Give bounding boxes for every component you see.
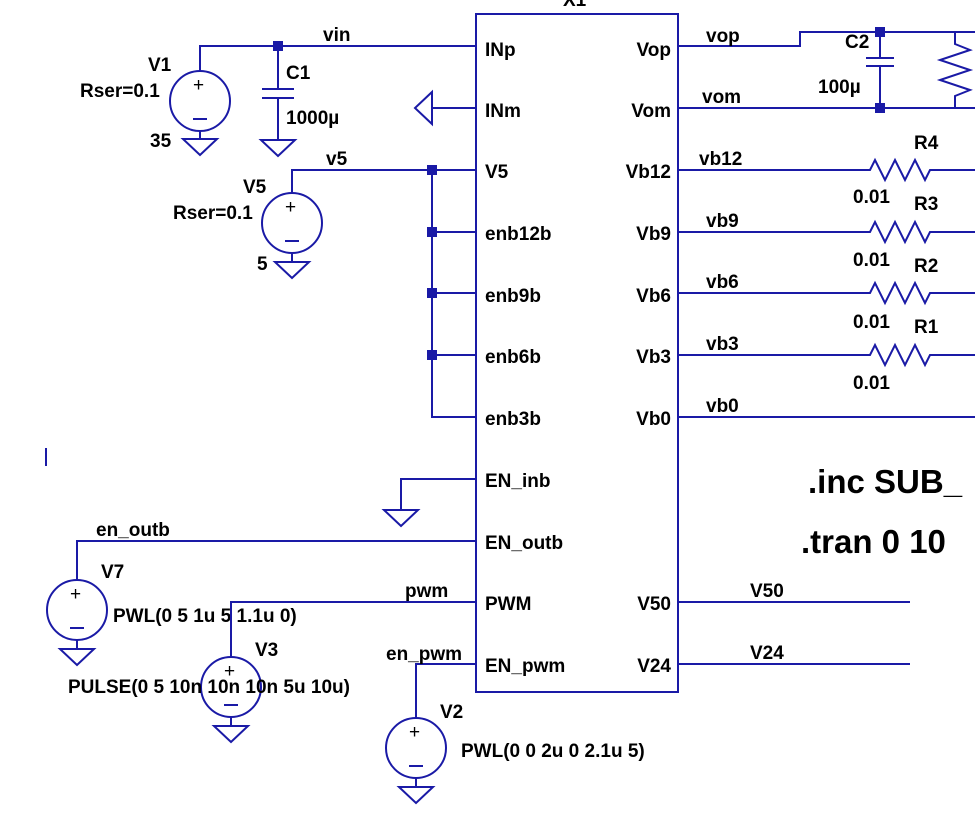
pin-vb0: Vb0 [636, 409, 671, 430]
r4-value: 0.01 [853, 187, 890, 208]
r2-value: 0.01 [853, 312, 890, 333]
net-label-v50: V50 [750, 581, 784, 602]
x1-name: X1 [563, 0, 587, 11]
v3-value: PULSE(0 5 10n 10n 10n 5u 10u) [68, 677, 350, 698]
junction-enb6b [427, 350, 437, 360]
net-label-vb3: vb3 [706, 334, 739, 355]
c1-value: 1000µ [286, 108, 339, 129]
x1-block[interactable] [475, 13, 679, 693]
capacitor-c1[interactable] [258, 88, 298, 158]
wire-en-inb[interactable] [400, 478, 476, 510]
pin-en-outb: EN_outb [485, 533, 563, 554]
v1-name: V1 [148, 55, 172, 76]
pin-inp: INp [485, 40, 516, 61]
wire-vb3[interactable] [678, 342, 975, 368]
pin-v5: V5 [485, 162, 509, 183]
v5-name: V5 [243, 177, 267, 198]
pin-enb6b: enb6b [485, 347, 541, 368]
wire-vb6[interactable] [678, 280, 975, 306]
v1-rser: Rser=0.1 [80, 81, 160, 102]
v7-name: V7 [101, 562, 124, 583]
wire-vb12[interactable] [678, 157, 975, 183]
c1-name: C1 [286, 63, 311, 84]
net-label-vom: vom [702, 87, 741, 108]
pin-vop: Vop [637, 40, 671, 61]
pin-enb3b: enb3b [485, 409, 541, 430]
net-label-vb9: vb9 [706, 211, 739, 232]
net-label-vb12: vb12 [699, 149, 742, 170]
pin-en-pwm: EN_pwm [485, 656, 565, 677]
pin-v50: V50 [637, 594, 671, 615]
wire-vin[interactable] [199, 45, 476, 71]
svg-text:+: + [285, 197, 296, 218]
net-label-v5: v5 [326, 149, 348, 170]
directive-tran[interactable]: .tran 0 10 [801, 523, 946, 560]
pin-vb6: Vb6 [636, 286, 671, 307]
v3-name: V3 [255, 640, 278, 661]
pin-pwm: PWM [485, 594, 531, 615]
pin-enb9b: enb9b [485, 286, 541, 307]
junction-v5 [427, 165, 437, 175]
v1-value: 35 [150, 131, 172, 152]
v5-value: 5 [257, 254, 268, 275]
pin-enb12b: enb12b [485, 224, 552, 245]
v2-value: PWL(0 0 2u 0 2.1u 5) [461, 741, 645, 762]
net-label-en-outb: en_outb [96, 520, 170, 541]
c2-name: C2 [845, 32, 869, 53]
voltage-source-v7[interactable]: + [46, 579, 108, 667]
wire-enable-bus[interactable] [431, 170, 476, 418]
v7-value: PWL(0 5 1u 5 1.1u 0) [113, 606, 297, 627]
svg-text:+: + [224, 661, 235, 682]
junction-enb9b [427, 288, 437, 298]
net-label-vop: vop [706, 26, 740, 47]
voltage-source-v2[interactable]: + [385, 717, 447, 805]
directive-inc[interactable]: .inc SUB_ [808, 463, 963, 500]
wire-vop[interactable] [678, 31, 975, 47]
capacitor-c2[interactable] [866, 32, 894, 108]
junction-enb12b [427, 227, 437, 237]
ground-en-inb [381, 509, 421, 528]
pin-v24: V24 [637, 656, 671, 677]
r4-name: R4 [914, 133, 939, 154]
pin-vom: Vom [631, 101, 671, 122]
pin-vb12: Vb12 [626, 162, 671, 183]
wire-v5[interactable] [291, 169, 476, 193]
pin-inm: INm [485, 101, 521, 122]
pin-vb3: Vb3 [636, 347, 671, 368]
ground-inm [413, 89, 433, 127]
wire-en-pwm[interactable] [415, 663, 476, 718]
r1-name: R1 [914, 317, 939, 338]
junction-vin [273, 41, 283, 51]
load-resistor[interactable] [936, 32, 974, 108]
pin-en-inb: EN_inb [485, 471, 550, 492]
net-label-vb0: vb0 [706, 396, 739, 417]
v2-name: V2 [440, 702, 463, 723]
voltage-source-v5[interactable]: + [261, 192, 323, 280]
r3-value: 0.01 [853, 250, 890, 271]
net-label-pwm: pwm [405, 581, 448, 602]
voltage-source-v1[interactable]: + [169, 70, 231, 157]
net-label-v24: V24 [750, 643, 784, 664]
svg-text:+: + [193, 75, 204, 96]
net-label-en-pwm: en_pwm [386, 644, 462, 665]
wire-vb9[interactable] [678, 219, 975, 245]
net-label-vb6: vb6 [706, 272, 739, 293]
voltage-source-v3[interactable]: + [200, 656, 262, 744]
pin-vb9: Vb9 [636, 224, 671, 245]
net-label-vin: vin [323, 25, 350, 46]
wire-en-outb[interactable] [76, 540, 476, 580]
svg-text:+: + [409, 722, 420, 743]
r3-name: R3 [914, 194, 938, 215]
r1-value: 0.01 [853, 373, 890, 394]
v5-rser: Rser=0.1 [173, 203, 253, 224]
r2-name: R2 [914, 256, 938, 277]
svg-text:+: + [70, 584, 81, 605]
wire-pwm[interactable] [230, 601, 476, 657]
c2-value: 100µ [818, 77, 861, 98]
